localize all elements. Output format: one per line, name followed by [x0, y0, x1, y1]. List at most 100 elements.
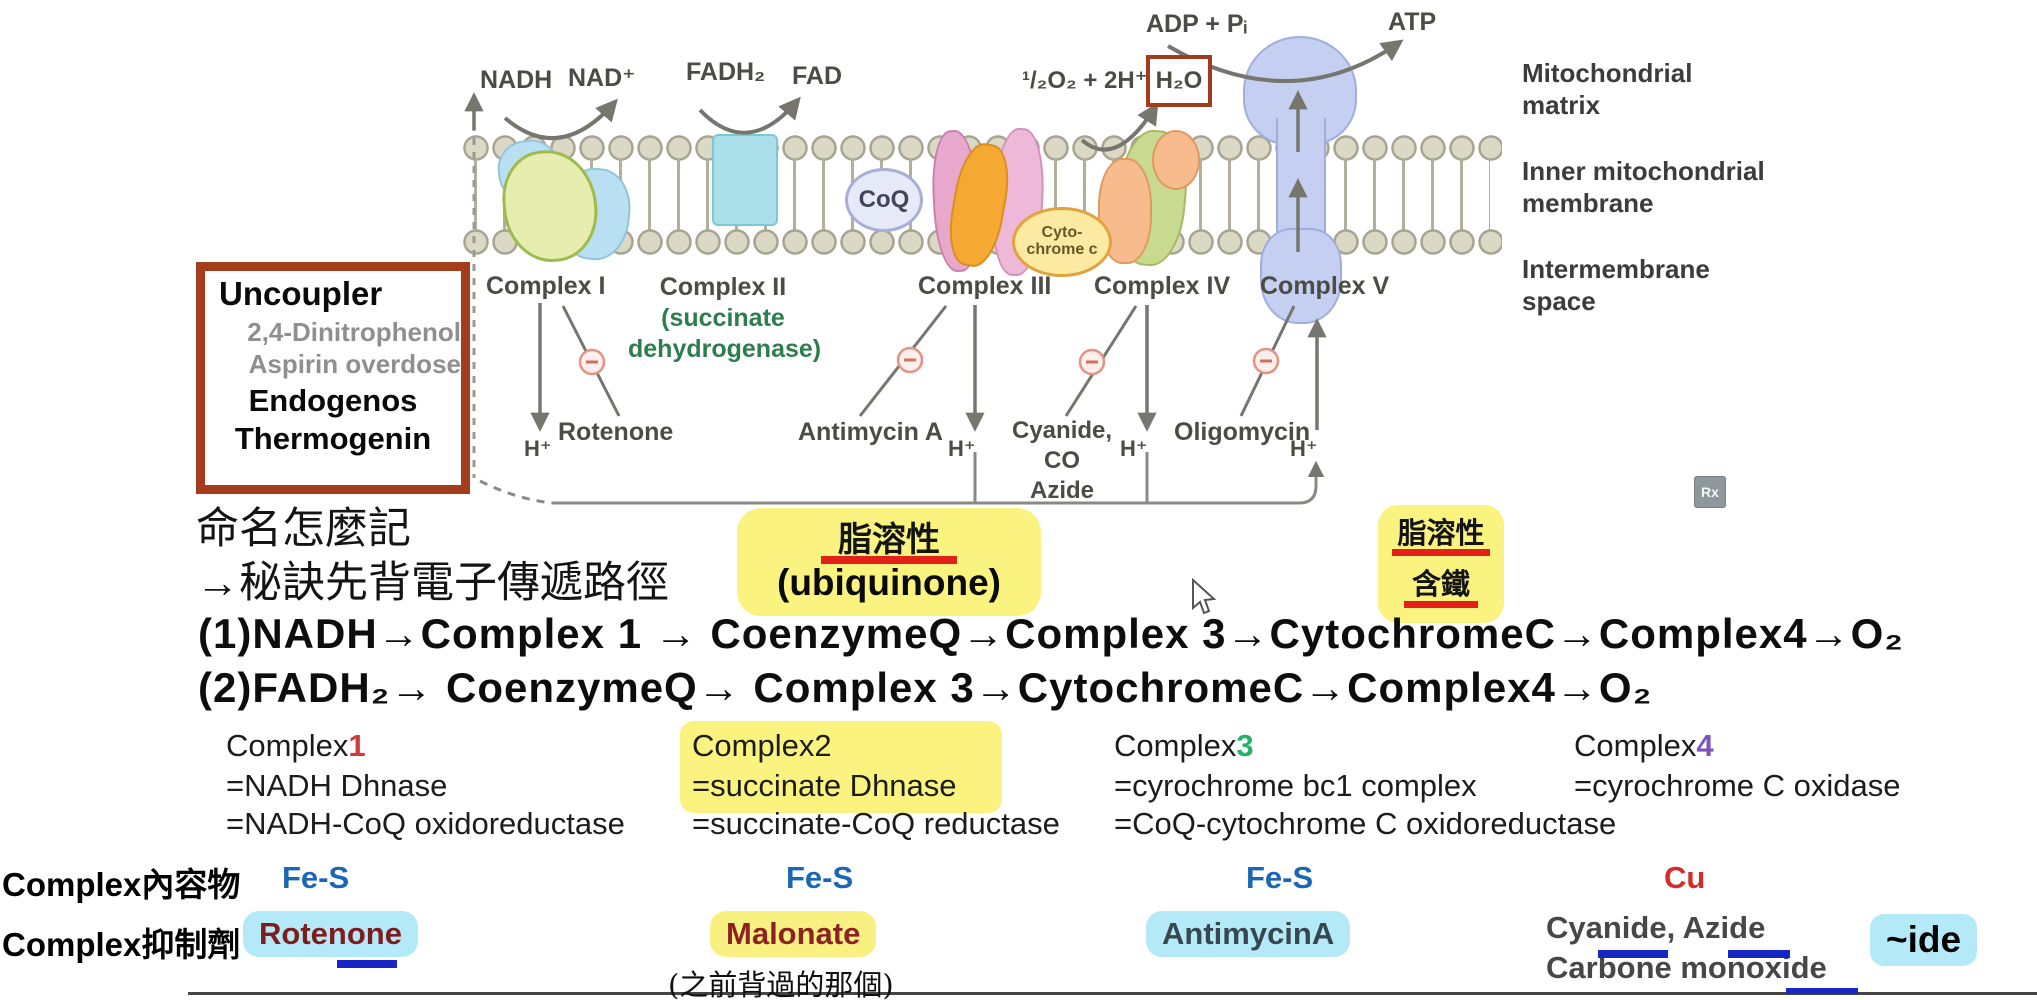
uncoupler-item-endogenos: Endogenos — [248, 383, 418, 418]
uncoupler-title: Uncoupler — [219, 275, 383, 312]
complex2-subname-2: dehydrogenase) — [628, 335, 822, 363]
bottom-divider — [188, 992, 2037, 995]
red-underline — [1392, 549, 1490, 556]
complex1-row3: =NADH-CoQ oxidoreductase — [226, 806, 625, 841]
complex3-row3: =CoQ-cytochrome C oxidoreductase — [1114, 806, 1617, 841]
antimycin-text: AntimycinA — [1162, 916, 1335, 951]
complex2-name: Complex II — [659, 273, 787, 301]
broken-image-glyph: Rx — [1701, 484, 1719, 500]
fe-s-value: Fe-S — [1246, 860, 1314, 895]
uncoupler-box: Uncoupler 2,4-Dinitrophenol Aspirin over… — [196, 262, 470, 494]
blue-underline — [1786, 988, 1858, 994]
cytc-label-line2: chrome c — [1026, 241, 1098, 258]
complex4-name-text: Complex — [1574, 728, 1697, 763]
malonate-text: Malonate — [726, 916, 861, 951]
complex2-subname-1: (succinate — [661, 304, 785, 332]
h2o-highlight-box: H₂O — [1146, 55, 1212, 107]
broken-image-icon: Rx — [1694, 476, 1726, 508]
h-plus-label: H⁺ — [948, 436, 976, 461]
complex2-highlight — [680, 721, 1002, 813]
ubiquinone-note: (ubiquinone) — [777, 562, 1001, 603]
ide-suffix-pill: ~ide — [1870, 914, 1978, 966]
lipid-soluble-note-2: 脂溶性 — [1397, 518, 1485, 550]
co-line: CO — [1044, 447, 1080, 474]
pathway-line-2: (2)FADH₂→ CoenzymeQ→ Complex 3→Cytochrom… — [198, 664, 1653, 711]
nad-label: NAD⁺ — [568, 64, 636, 92]
complex2-label: Complex II (succinate dehydrogenase) — [628, 272, 822, 365]
h-plus-label: H⁺ — [524, 436, 552, 461]
pathway-line-1: (1)NADH→Complex 1 → CoenzymeQ→Complex 3→… — [198, 610, 1904, 657]
cyanide-line: Cyanide, — [1012, 417, 1113, 444]
complex5-label: Complex V — [1260, 272, 1390, 300]
complex4-number: 4 — [1696, 728, 1714, 763]
cytochrome-c-carrier: Cyto- chrome c — [1012, 207, 1112, 277]
contents-row-label: Complex內容物 — [2, 866, 241, 903]
complex4-name: Complex4 — [1574, 728, 1714, 764]
rotenone-pill: Rotenone — [243, 911, 418, 957]
rotenone-text: Rotenone — [259, 916, 402, 951]
complex1-name-text: Complex — [226, 728, 349, 763]
inhibitors-row-label: Complex抑制劑 — [2, 926, 241, 963]
complex3-name: Complex3 — [1114, 728, 1254, 764]
cu-value: Cu — [1664, 860, 1706, 895]
complex2-name-text: Complex — [692, 728, 815, 763]
h-plus-label: H⁺ — [1120, 436, 1148, 461]
fe-s-value: Fe-S — [282, 860, 350, 895]
complex3-number: 3 — [1236, 728, 1254, 763]
complex2-shape — [712, 134, 778, 226]
complex5-shape — [1276, 118, 1326, 240]
inner-membrane-label: Inner mitochondrial membrane — [1522, 156, 1765, 218]
blue-underline — [337, 960, 397, 968]
red-underline — [821, 556, 957, 564]
lipid-soluble-note: 脂溶性 — [838, 521, 940, 559]
red-underline — [1404, 601, 1478, 608]
complex3-row2: =cyrochrome bc1 complex — [1114, 768, 1477, 803]
cytc-label-line1: Cyto- — [1041, 224, 1083, 242]
oligomycin-diagram-label: Oligomycin — [1174, 418, 1311, 446]
complex4-row2: =cyrochrome C oxidase — [1574, 768, 1901, 803]
h-plus-label: H⁺ — [1290, 436, 1318, 461]
malonate-note: (之前背過的那個) — [668, 968, 894, 1000]
intermembrane-space-label: Intermembrane space — [1522, 254, 1710, 316]
complex2-row3: =succinate-CoQ reductase — [692, 806, 1060, 841]
malonate-pill: Malonate — [710, 911, 877, 957]
complex4-shape — [1152, 130, 1200, 190]
complex3-label: Complex III — [918, 272, 1052, 300]
blue-underline — [1728, 950, 1790, 958]
fadh2-label: FADH₂ — [686, 58, 766, 86]
note-line-2: →秘訣先背電子傳遞路徑 — [196, 559, 669, 607]
fad-label: FAD — [792, 62, 842, 90]
mouse-cursor — [1192, 578, 1217, 615]
coq-carrier: CoQ — [845, 168, 923, 232]
complex1-name: Complex1 — [226, 728, 366, 764]
complex2-row2: =succinate Dhnase — [692, 768, 957, 803]
blue-underline — [1598, 950, 1668, 958]
cyanide-azide-text: Cyanide, Azide — [1546, 910, 1766, 945]
azide-line: Azide — [1029, 477, 1094, 504]
complex1-row2: =NADH Dhnase — [226, 768, 448, 803]
complex1-number: 1 — [348, 728, 366, 763]
antimycin-pill: AntimycinA — [1146, 911, 1351, 957]
fe-s-value: Fe-S — [786, 860, 854, 895]
coq-label: CoQ — [858, 186, 910, 213]
complex4-label: Complex IV — [1094, 272, 1231, 300]
uncoupler-item-dinitrophenol: 2,4-Dinitrophenol — [247, 317, 461, 347]
h2o-label: H₂O — [1155, 67, 1203, 94]
adp-label: ADP + Pᵢ — [1146, 10, 1248, 38]
note-line-1: 命名怎麼記 — [196, 505, 411, 553]
cyanide-diagram-label: Cyanide, CO Azide — [1012, 416, 1112, 506]
atp-label: ATP — [1388, 8, 1437, 36]
complex3-name-text: Complex — [1114, 728, 1237, 763]
uncoupler-item-aspirin: Aspirin overdose — [248, 349, 461, 379]
oxygen-label: ¹/₂O₂ + 2H⁺ — [1022, 67, 1148, 94]
rotenone-diagram-label: Rotenone — [558, 418, 674, 446]
nadh-label: NADH — [480, 66, 553, 94]
contains-iron-note: 含鐵 — [1411, 569, 1470, 601]
ide-suffix-text: ~ide — [1886, 919, 1962, 960]
complex1-label: Complex I — [486, 272, 606, 300]
complex2-name: Complex2 — [692, 728, 832, 764]
uncoupler-item-thermogenin: Thermogenin — [234, 421, 432, 456]
complex2-number: 2 — [814, 728, 832, 763]
antimycin-diagram-label: Antimycin A — [798, 418, 943, 446]
